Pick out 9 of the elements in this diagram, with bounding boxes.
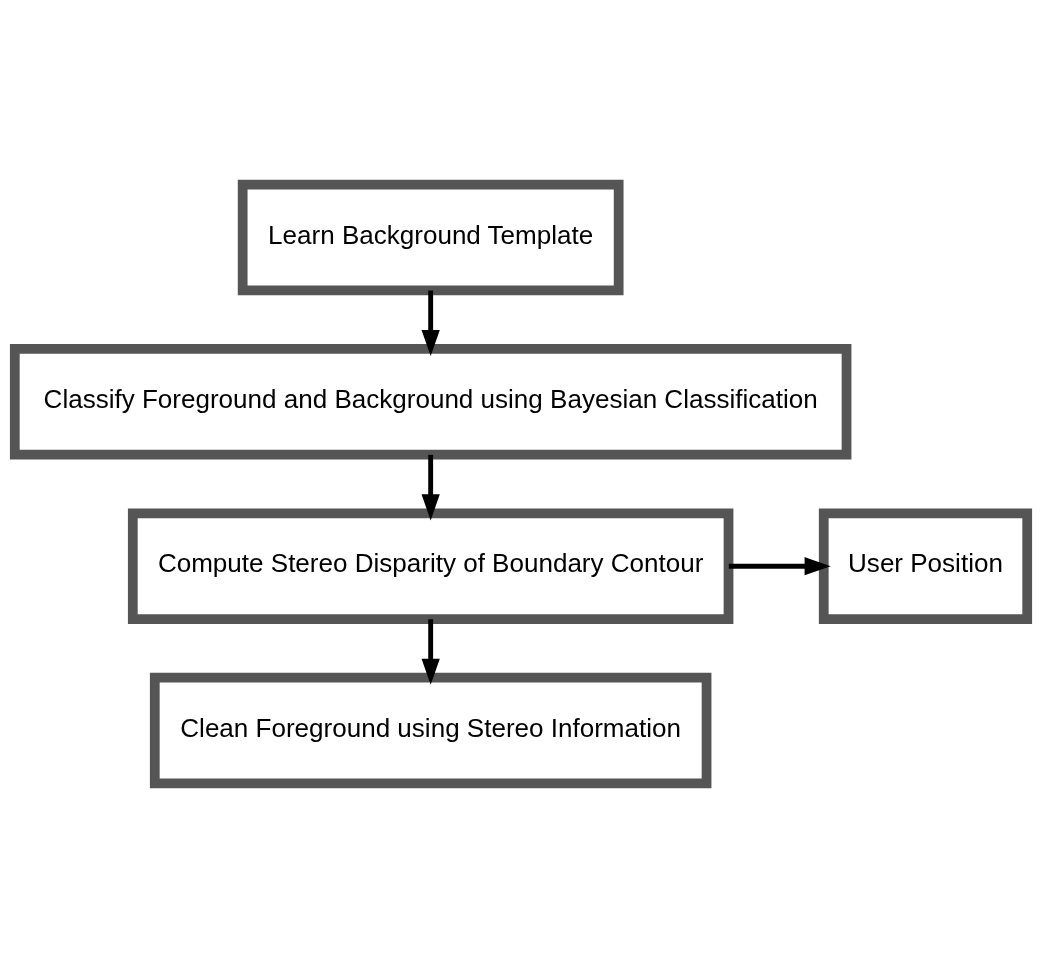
arrow [421,454,440,521]
node-box: Clean Foreground using Stereo Information [149,672,712,789]
node-box: Learn Background Template [237,179,624,296]
arrow [421,290,440,357]
node-box: User Position [818,508,1033,624]
arrow [728,557,831,576]
node-box: Classify Foreground and Background using Bayesian Classification [9,344,852,460]
arrow [421,619,440,685]
node-box: Compute Stereo Disparity of Boundary Contour [127,508,734,624]
